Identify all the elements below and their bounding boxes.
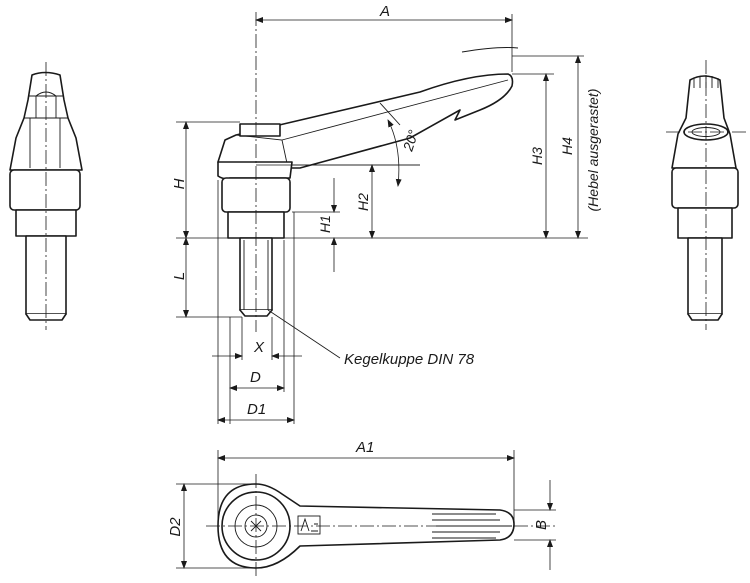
svg-text:D: D [250, 369, 261, 386]
svg-text:H3: H3 [529, 147, 545, 165]
dim-H3: H3 [529, 73, 549, 239]
svg-text:D2: D2 [167, 517, 184, 537]
dim-D: D [229, 369, 285, 391]
svg-text:H: H [171, 178, 188, 189]
released-lever-outline [461, 47, 519, 53]
svg-text:H4: H4 [559, 137, 575, 155]
svg-text:H1: H1 [317, 215, 333, 233]
svg-text:B: B [533, 520, 550, 530]
dim-H: H [171, 121, 189, 239]
right-side-view [666, 60, 748, 330]
dim-A1: A1 [217, 439, 515, 461]
svg-text:20°: 20° [399, 127, 421, 153]
dim-H1: H1 [317, 178, 337, 272]
top-view [206, 474, 556, 578]
svg-text:L: L [171, 272, 188, 280]
dim-B: B [533, 480, 553, 570]
dim-A: A [255, 3, 513, 72]
svg-text:A1: A1 [355, 439, 374, 456]
angle-20: 20° [256, 119, 422, 187]
cone-point-callout: Kegelkuppe DIN 78 [267, 309, 475, 368]
dim-D2: D2 [167, 483, 187, 569]
front-view [217, 12, 514, 332]
dim-label-A: A [379, 3, 390, 20]
dim-H2: H2 [355, 164, 375, 239]
dim-D1: D1 [217, 401, 295, 423]
svg-text:D1: D1 [247, 401, 266, 418]
dim-X: X [212, 339, 302, 359]
svg-text:X: X [253, 339, 265, 356]
dim-L: L [171, 237, 189, 318]
dim-H4: H4 (Hebel ausgerastet) [559, 55, 601, 239]
svg-text:H2: H2 [355, 193, 371, 211]
lever-released-note: (Hebel ausgerastet) [585, 89, 601, 212]
left-side-view [9, 62, 83, 330]
svg-text:Kegelkuppe DIN 78: Kegelkuppe DIN 78 [344, 351, 475, 368]
